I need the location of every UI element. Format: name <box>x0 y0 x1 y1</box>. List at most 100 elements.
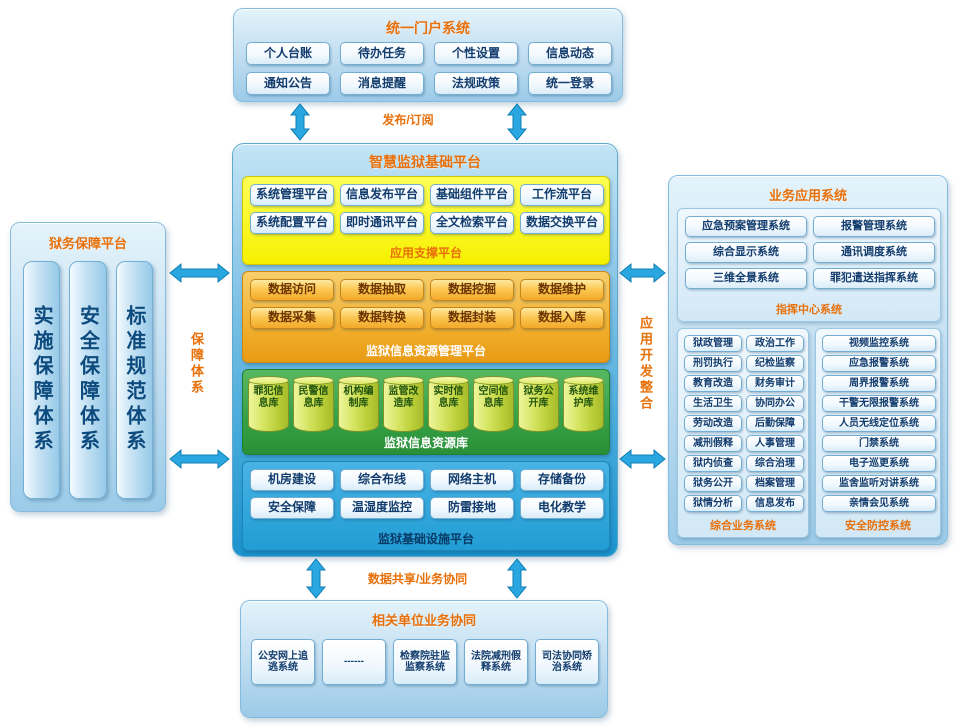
collaboration-row: 公安网上追逃系统 ------ 检察院驻监监察系统 法院减刑假释系统 司法协同矫… <box>251 639 599 685</box>
portal-item[interactable]: 消息提醒 <box>340 72 424 95</box>
portal-item[interactable]: 个人台账 <box>246 42 330 65</box>
app-support-item[interactable]: 基础组件平台 <box>430 184 514 206</box>
infrastructure-section: 机房建设 综合布线 网络主机 存储备份 安全保障 温湿度监控 防雷接地 电化教学… <box>242 461 610 551</box>
infrastructure-item[interactable]: 存储备份 <box>520 469 604 491</box>
arrow-platform-business-bottom <box>619 448 666 470</box>
resource-mgmt-item[interactable]: 数据采集 <box>250 307 334 329</box>
security-item[interactable]: 监舍监听对讲系统 <box>822 475 936 492</box>
security-item[interactable]: 周界报警系统 <box>822 375 936 392</box>
resource-mgmt-item[interactable]: 数据封装 <box>430 307 514 329</box>
portal-item[interactable]: 信息动态 <box>528 42 612 65</box>
security-grid: 视频监控系统 应急报警系统 周界报警系统 干警无限报警系统 人员无线定位系统 门… <box>822 335 936 512</box>
portal-item[interactable]: 统一登录 <box>528 72 612 95</box>
command-item[interactable]: 报警管理系统 <box>813 216 935 237</box>
app-support-item[interactable]: 系统管理平台 <box>250 184 334 206</box>
comprehensive-item[interactable]: 教育改造 <box>684 375 742 392</box>
resource-mgmt-item[interactable]: 数据抽取 <box>340 279 424 301</box>
cylinder-body-shape <box>383 380 424 432</box>
collaboration-item[interactable]: 公安网上追逃系统 <box>251 639 315 685</box>
app-support-item[interactable]: 数据交换平台 <box>520 212 604 234</box>
resource-mgmt-section: 数据访问 数据抽取 数据挖掘 数据维护 数据采集 数据转换 数据封装 数据入库 … <box>242 271 610 363</box>
database-row: 罪犯信息库 民警信息库 机构编制库 监管改造库 实时信息库 空间信息库 狱务公开… <box>248 376 604 434</box>
resource-mgmt-item[interactable]: 数据挖掘 <box>430 279 514 301</box>
comprehensive-item[interactable]: 财务审计 <box>746 375 804 392</box>
app-support-item[interactable]: 信息发布平台 <box>340 184 424 206</box>
comprehensive-item[interactable]: 狱内侦查 <box>684 455 742 472</box>
portal-item[interactable]: 待办任务 <box>340 42 424 65</box>
comprehensive-item[interactable]: 刑罚执行 <box>684 355 742 372</box>
infrastructure-item[interactable]: 温湿度监控 <box>340 497 424 519</box>
security-item[interactable]: 视频监控系统 <box>822 335 936 352</box>
comprehensive-item[interactable]: 政治工作 <box>746 335 804 352</box>
command-item[interactable]: 三维全景系统 <box>685 268 807 289</box>
security-item[interactable]: 干警无限报警系统 <box>822 395 936 412</box>
security-title: 安全防控系统 <box>845 520 911 532</box>
resource-mgmt-item[interactable]: 数据维护 <box>520 279 604 301</box>
infrastructure-item[interactable]: 安全保障 <box>250 497 334 519</box>
database-cylinder[interactable]: 狱务公开库 <box>518 376 559 434</box>
comprehensive-item[interactable]: 后勤保障 <box>746 415 804 432</box>
infrastructure-item[interactable]: 电化教学 <box>520 497 604 519</box>
security-item[interactable]: 应急报警系统 <box>822 355 936 372</box>
resource-mgmt-item[interactable]: 数据转换 <box>340 307 424 329</box>
arrow-guarantee-platform-bottom <box>169 448 230 470</box>
command-item[interactable]: 应急预案管理系统 <box>685 216 807 237</box>
database-cylinder[interactable]: 机构编制库 <box>338 376 379 434</box>
resource-mgmt-item[interactable]: 数据入库 <box>520 307 604 329</box>
database-cylinder[interactable]: 系统维护库 <box>563 376 604 434</box>
resource-mgmt-item[interactable]: 数据访问 <box>250 279 334 301</box>
security-item[interactable]: 电子巡更系统 <box>822 455 936 472</box>
command-item[interactable]: 罪犯遣送指挥系统 <box>813 268 935 289</box>
comprehensive-item[interactable]: 协同办公 <box>746 395 804 412</box>
security-item[interactable]: 人员无线定位系统 <box>822 415 936 432</box>
app-support-item[interactable]: 系统配置平台 <box>250 212 334 234</box>
database-cylinder[interactable]: 罪犯信息库 <box>248 376 289 434</box>
comprehensive-item[interactable]: 档案管理 <box>746 475 804 492</box>
pillar-label: 实施保障体系 <box>30 305 53 455</box>
command-item[interactable]: 通讯调度系统 <box>813 242 935 263</box>
portal-item[interactable]: 个性设置 <box>434 42 518 65</box>
cylinder-top-shape <box>248 376 289 385</box>
arrow-platform-collaboration-right <box>506 558 528 599</box>
infrastructure-item[interactable]: 机房建设 <box>250 469 334 491</box>
infrastructure-item[interactable]: 综合布线 <box>340 469 424 491</box>
database-cylinder[interactable]: 实时信息库 <box>428 376 469 434</box>
app-support-item[interactable]: 工作流平台 <box>520 184 604 206</box>
comprehensive-item[interactable]: 综合治理 <box>746 455 804 472</box>
comprehensive-item[interactable]: 狱政管理 <box>684 335 742 352</box>
command-center-subpanel: 应急预案管理系统 报警管理系统 综合显示系统 通讯调度系统 三维全景系统 罪犯遣… <box>677 208 941 322</box>
comprehensive-item[interactable]: 减刑假释 <box>684 435 742 452</box>
cylinder-top-shape <box>428 376 469 385</box>
resource-db-title: 监狱信息资源库 <box>383 436 468 450</box>
cylinder-body-shape <box>338 380 379 432</box>
database-label: 罪犯信息库 <box>253 386 284 409</box>
security-item[interactable]: 亲情会见系统 <box>822 495 936 512</box>
command-center-title: 指挥中心系统 <box>776 304 842 316</box>
security-item[interactable]: 门禁系统 <box>822 435 936 452</box>
database-cylinder[interactable]: 民警信息库 <box>293 376 334 434</box>
collaboration-item[interactable]: 司法协同矫治系统 <box>535 639 599 685</box>
collaboration-item[interactable]: 法院减刑假释系统 <box>464 639 528 685</box>
database-cylinder[interactable]: 监管改造库 <box>383 376 424 434</box>
infrastructure-item[interactable]: 网络主机 <box>430 469 514 491</box>
comprehensive-item[interactable]: 劳动改造 <box>684 415 742 432</box>
comprehensive-item[interactable]: 狱情分析 <box>684 495 742 512</box>
comprehensive-item[interactable]: 纪检监察 <box>746 355 804 372</box>
portal-item[interactable]: 通知公告 <box>246 72 330 95</box>
database-label: 机构编制库 <box>343 386 374 409</box>
command-item[interactable]: 综合显示系统 <box>685 242 807 263</box>
cylinder-top-shape <box>518 376 559 385</box>
comprehensive-item[interactable]: 信息发布 <box>746 495 804 512</box>
comprehensive-item[interactable]: 生活卫生 <box>684 395 742 412</box>
infrastructure-item[interactable]: 防雷接地 <box>430 497 514 519</box>
comprehensive-item[interactable]: 狱务公开 <box>684 475 742 492</box>
database-cylinder[interactable]: 空间信息库 <box>473 376 514 434</box>
resource-db-section: 罪犯信息库 民警信息库 机构编制库 监管改造库 实时信息库 空间信息库 狱务公开… <box>242 369 610 455</box>
comprehensive-item[interactable]: 人事管理 <box>746 435 804 452</box>
app-support-item[interactable]: 即时通讯平台 <box>340 212 424 234</box>
portal-item[interactable]: 法规政策 <box>434 72 518 95</box>
collaboration-item[interactable]: 检察院驻监监察系统 <box>393 639 457 685</box>
app-support-item[interactable]: 全文检索平台 <box>430 212 514 234</box>
collaboration-item[interactable]: ------ <box>322 639 386 685</box>
